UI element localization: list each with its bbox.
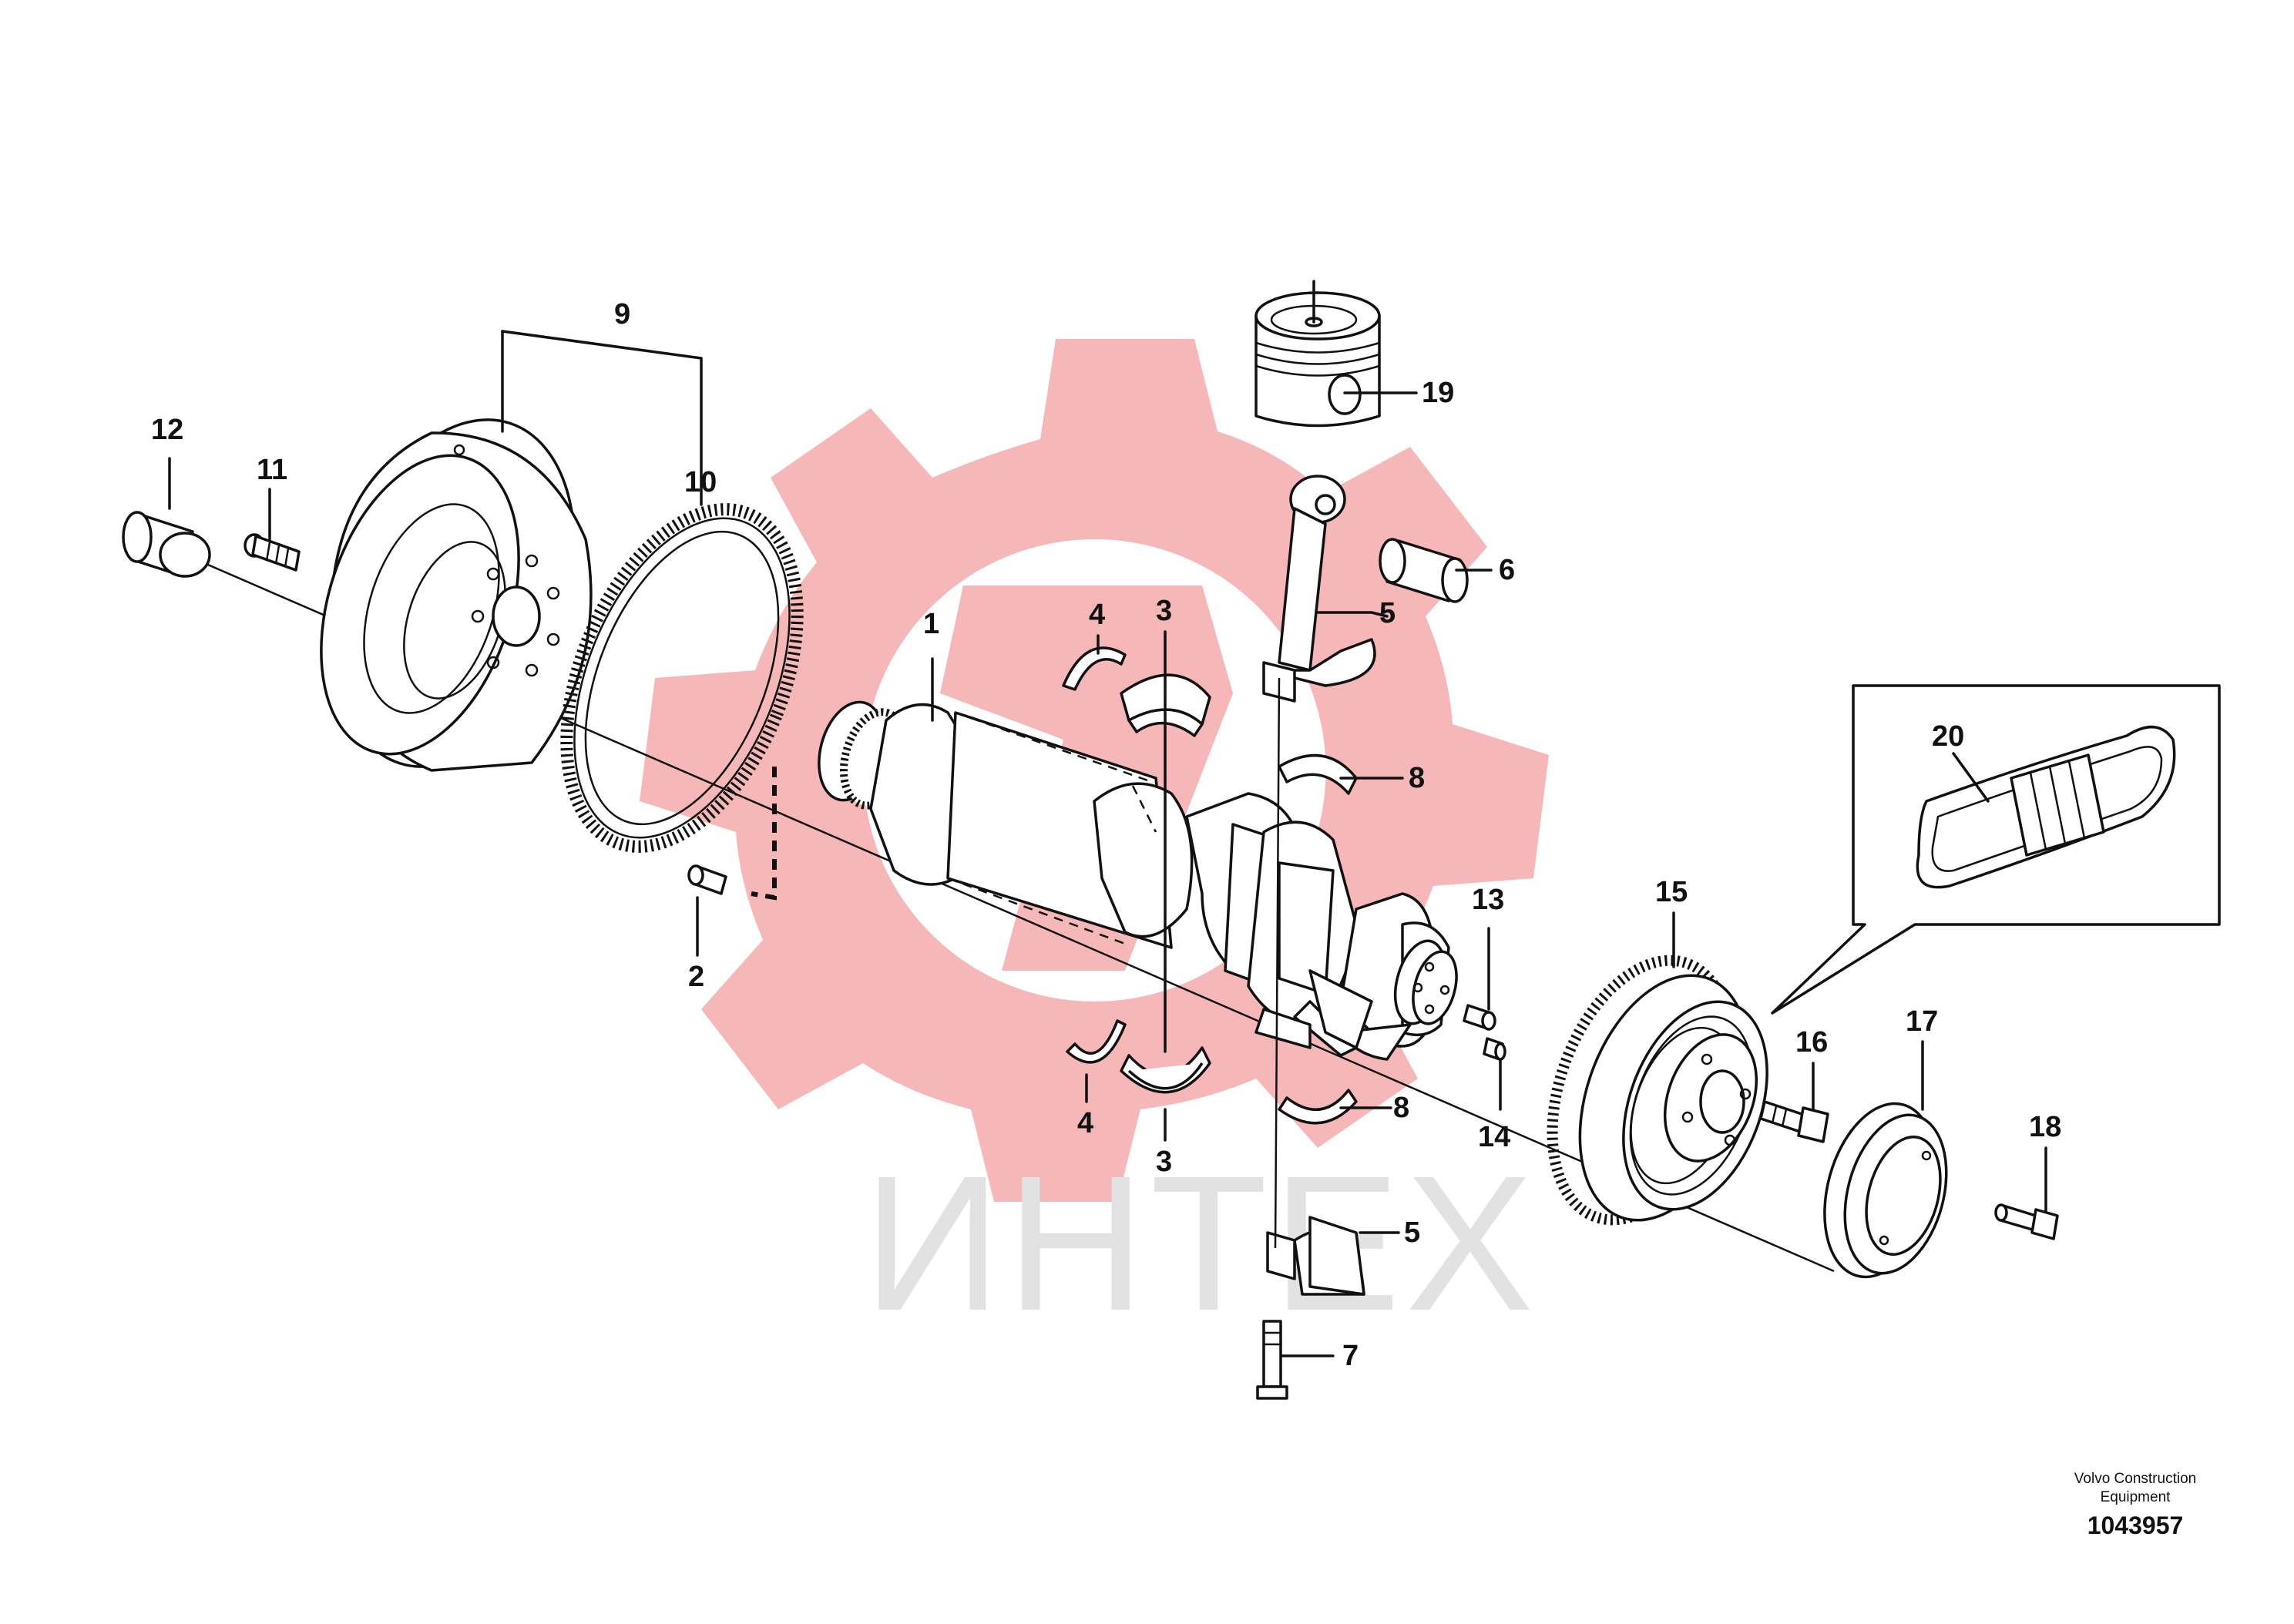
callout-14: 14 <box>1478 1121 1510 1153</box>
callout-leaders <box>168 330 2047 1357</box>
piston-part-19 <box>1254 280 1381 428</box>
callout-4-lower: 4 <box>1077 1107 1093 1139</box>
bolt-part-16 <box>1759 1100 1829 1143</box>
callout-16: 16 <box>1795 1026 1828 1059</box>
callout-20: 20 <box>1932 720 1964 753</box>
callout-6: 6 <box>1499 554 1515 586</box>
connecting-rod-part-5 <box>1262 475 1376 1296</box>
pin-part-14 <box>1483 1037 1506 1061</box>
belt-part-20 <box>1916 725 2176 889</box>
callout-7: 7 <box>1342 1340 1359 1372</box>
main-bearing-lower-part-3 <box>1120 1046 1211 1094</box>
watermark-text: ИНТЕХ <box>863 1136 1538 1351</box>
rod-bearing-lower-part-8 <box>1278 1089 1358 1125</box>
bolt-part-18 <box>1994 1203 2059 1240</box>
publisher-credit: Volvo Construction Equipment <box>2074 1471 2197 1505</box>
thrust-washer-lower-part-4 <box>1066 1019 1127 1064</box>
callout-4-upper: 4 <box>1089 599 1105 631</box>
callout-labels: 1 2 3 3 4 4 5 5 6 7 8 8 9 10 11 12 13 14… <box>151 298 2061 1372</box>
callout-8-upper: 8 <box>1409 762 1425 794</box>
belt-inset-box <box>1771 684 2221 1015</box>
pulley-part-15 <box>1547 955 1768 1226</box>
dowel-part-2 <box>687 767 777 901</box>
callout-18: 18 <box>2029 1111 2061 1143</box>
ring-part-17 <box>1823 1102 1948 1279</box>
rod-bolt-part-7 <box>1256 1320 1288 1400</box>
callout-3-lower: 3 <box>1156 1146 1172 1178</box>
callout-2: 2 <box>688 961 704 993</box>
illustration-number: 1043957 <box>2087 1512 2184 1539</box>
callout-13: 13 <box>1472 884 1504 916</box>
crankshaft-part-1 <box>818 700 1458 1061</box>
bolt-part-11 <box>244 533 301 572</box>
ring-gear-part-10 <box>560 503 804 853</box>
callout-3-upper: 3 <box>1156 595 1172 627</box>
callout-10: 10 <box>684 466 717 498</box>
flywheel-part-9 <box>320 418 593 772</box>
callout-11: 11 <box>257 454 287 486</box>
bushing-part-12 <box>122 511 211 578</box>
callout-8-lower: 8 <box>1393 1092 1409 1124</box>
callout-12: 12 <box>151 414 183 446</box>
callout-5-lower: 5 <box>1404 1216 1420 1249</box>
parts-artwork <box>122 280 2221 1400</box>
rod-alignment-line <box>1274 677 1281 1249</box>
pin-part-13 <box>1463 1004 1496 1031</box>
callout-17: 17 <box>1906 1005 1938 1038</box>
callout-19: 19 <box>1422 377 1454 409</box>
callout-5-upper: 5 <box>1379 597 1396 629</box>
thrust-washer-upper-part-4 <box>1062 646 1127 691</box>
callout-15: 15 <box>1655 876 1688 908</box>
piston-pin-part-6 <box>1379 538 1469 603</box>
callout-1: 1 <box>923 608 939 640</box>
callout-9: 9 <box>614 298 630 331</box>
